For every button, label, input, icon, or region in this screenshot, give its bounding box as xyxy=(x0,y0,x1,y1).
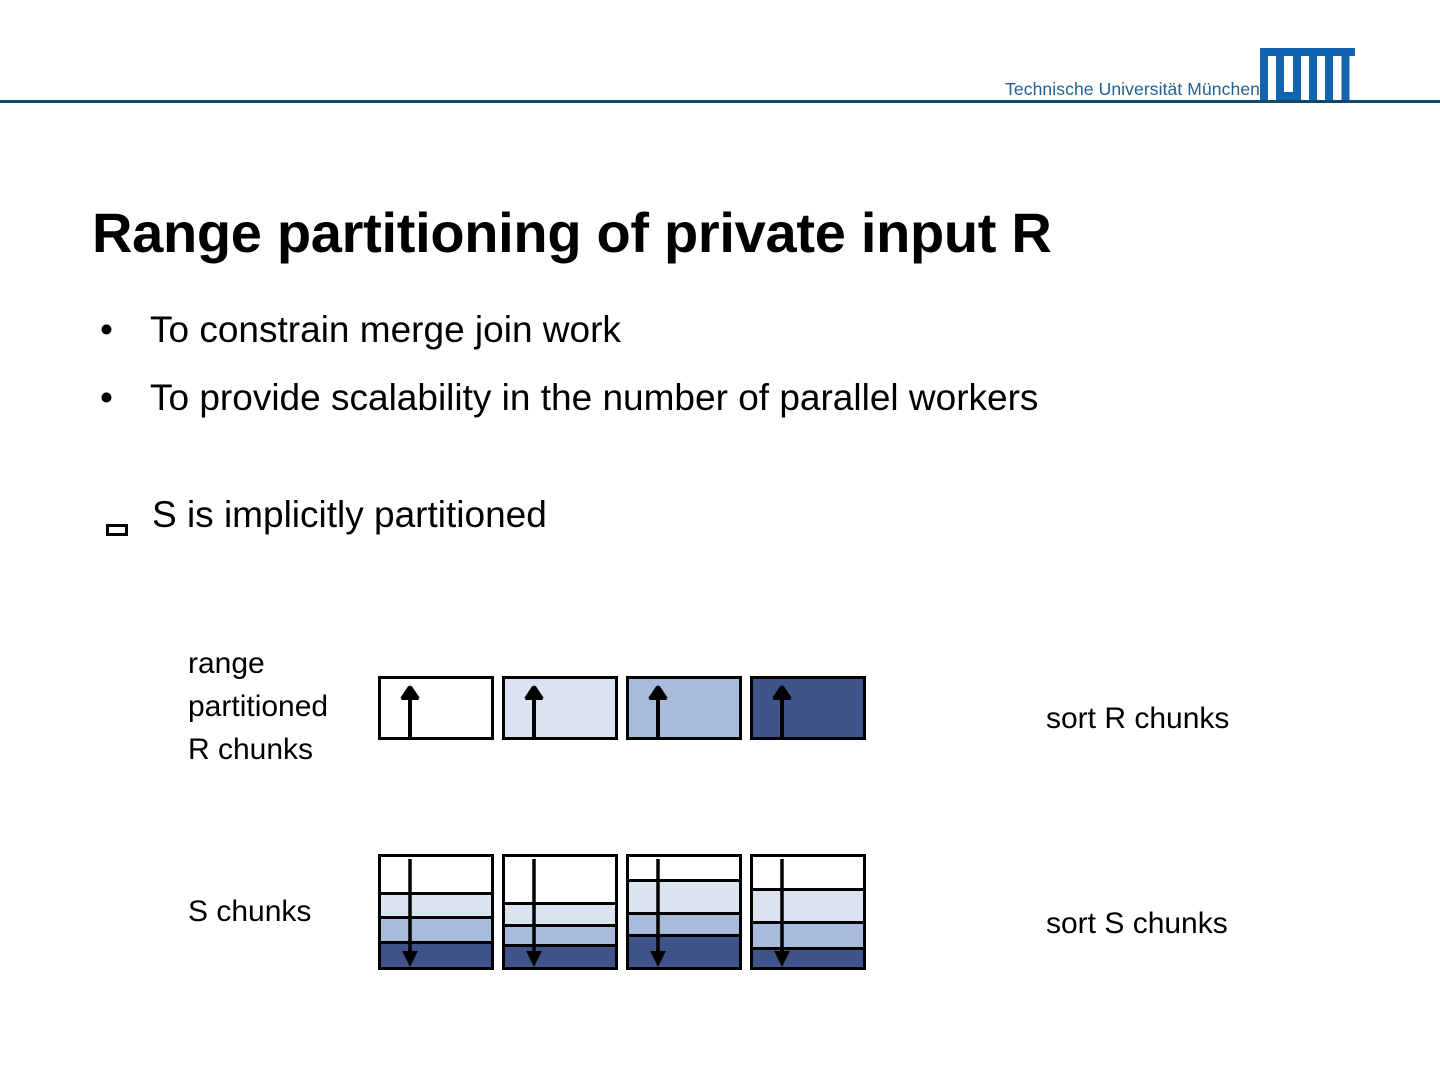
arrow-down-icon xyxy=(650,859,666,967)
r-chunks-label: range partitioned R chunks xyxy=(188,642,328,771)
s-chunk-band xyxy=(381,892,491,916)
bullet-item-label: To constrain merge join work xyxy=(150,309,621,350)
arrow-up-icon xyxy=(400,685,420,737)
header-divider xyxy=(0,100,1440,103)
bullet-item: • To provide scalability in the number o… xyxy=(92,364,1382,432)
s-chunk-band xyxy=(629,857,739,880)
arrow-down-icon xyxy=(402,859,418,967)
s-chunk-box[interactable] xyxy=(750,854,866,970)
tum-logo xyxy=(1260,48,1355,100)
s-chunk-box[interactable] xyxy=(502,854,618,970)
s-chunk-band xyxy=(505,902,615,924)
s-chunk-box[interactable] xyxy=(626,854,742,970)
arrow-down-icon xyxy=(526,859,542,967)
s-chunk-band xyxy=(753,920,863,947)
page-title: Range partitioning of private input R xyxy=(92,200,1052,264)
secondary-bullet-label: S is implicitly partitioned xyxy=(152,494,547,535)
s-chunk-band xyxy=(381,915,491,941)
sort-s-chunks-label: sort S chunks xyxy=(1046,907,1228,940)
bullet-list: • To constrain merge join work • To prov… xyxy=(92,296,1382,432)
s-chunk-band xyxy=(505,943,615,967)
s-chunks-label: S chunks xyxy=(188,895,312,928)
arrow-down-icon xyxy=(774,859,790,967)
r-chunks-label-line: partitioned xyxy=(188,690,329,723)
r-chunks-label-line: range xyxy=(188,647,265,680)
empty-box-marker-icon xyxy=(106,524,128,536)
s-chunk-band xyxy=(753,946,863,967)
s-chunk-band xyxy=(629,933,739,967)
s-chunk-band xyxy=(629,879,739,912)
s-chunk-band xyxy=(505,923,615,944)
bullet-dot-icon: • xyxy=(100,377,113,418)
secondary-bullet-item: S is implicitly partitioned xyxy=(92,488,1292,552)
bullet-item-label: To provide scalability in the number of … xyxy=(150,377,1039,418)
s-chunk-band xyxy=(505,857,615,903)
r-chunk-box[interactable] xyxy=(502,676,618,740)
slide-header: Technische Universität München xyxy=(0,0,1440,103)
r-chunk-box[interactable] xyxy=(750,676,866,740)
s-chunk-band xyxy=(629,911,739,934)
sort-r-chunks-label: sort R chunks xyxy=(1046,702,1230,735)
s-chunk-box[interactable] xyxy=(378,854,494,970)
arrow-up-icon xyxy=(772,685,792,737)
university-name: Technische Universität München xyxy=(1005,79,1260,99)
r-chunk-box[interactable] xyxy=(626,676,742,740)
r-chunk-box[interactable] xyxy=(378,676,494,740)
bullet-item: • To constrain merge join work xyxy=(92,296,1382,364)
s-chunk-band xyxy=(381,857,491,893)
s-chunk-band xyxy=(753,888,863,921)
arrow-up-icon xyxy=(524,685,544,737)
r-chunks-label-line: R chunks xyxy=(188,733,314,766)
arrow-up-icon xyxy=(648,685,668,737)
s-chunk-band xyxy=(753,857,863,889)
bullet-dot-icon: • xyxy=(100,309,113,350)
s-chunk-band xyxy=(381,940,491,967)
